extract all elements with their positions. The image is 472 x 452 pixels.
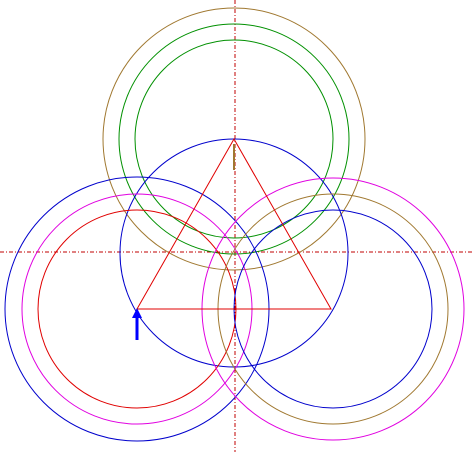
top-inner-green-circle — [134, 39, 334, 239]
arrow-head — [132, 308, 142, 318]
top-middle-green-circle — [118, 23, 350, 255]
center-triangle — [136, 137, 332, 310]
top-circle-group — [102, 7, 366, 271]
blue-up-arrow-icon — [132, 308, 142, 340]
top-outer-brown-circle — [102, 7, 366, 271]
